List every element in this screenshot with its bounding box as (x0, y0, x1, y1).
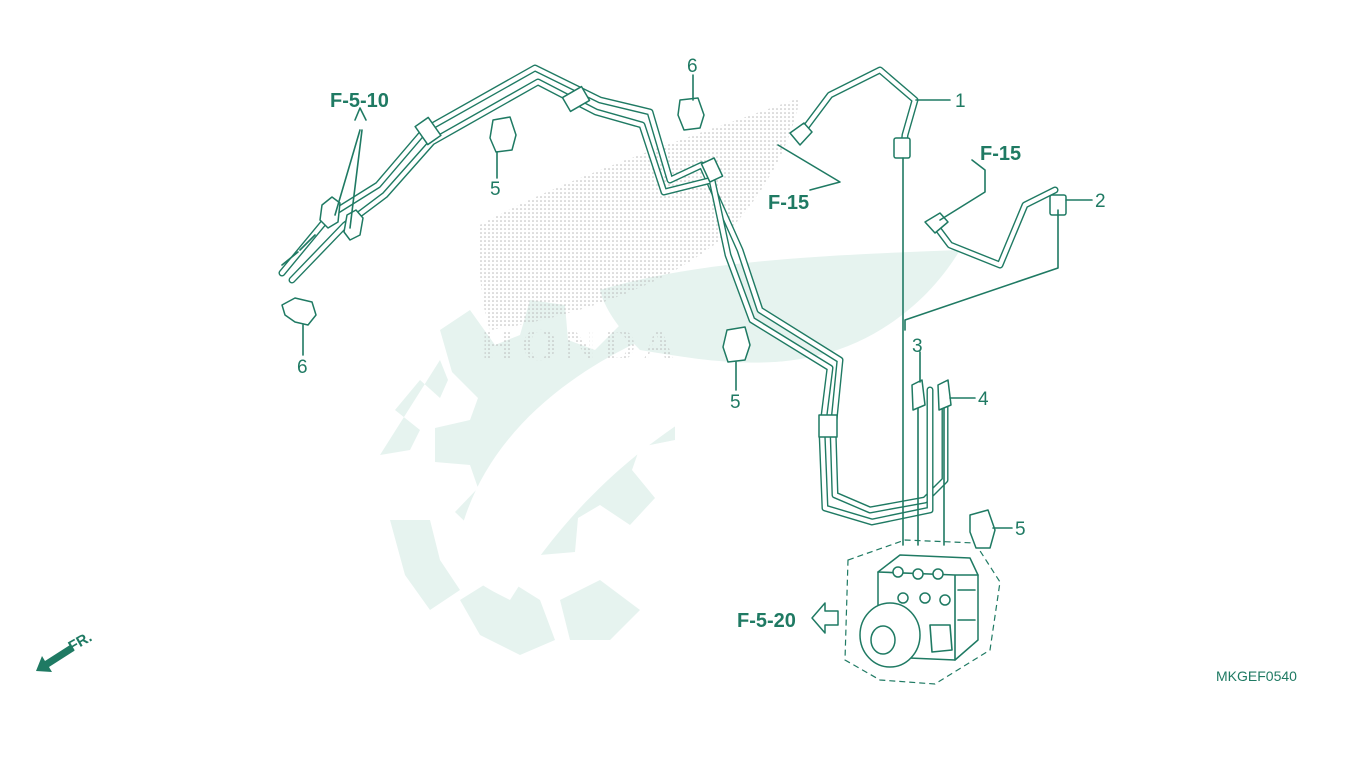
honda-watermark: HONDA (380, 98, 960, 655)
callout-part-6-a: 6 (687, 56, 698, 77)
brake-hoses-3-4 (911, 379, 952, 546)
brake-pipe-part-1 (789, 66, 919, 546)
reference-top-left[interactable]: F-5-10 (330, 90, 389, 112)
clip-part-6-a (677, 97, 705, 131)
top-left-fittings (281, 196, 364, 326)
callout-part-6-b: 6 (297, 357, 308, 378)
modulator-outline (844, 539, 1001, 685)
diagram-code: MKGEF0540 (1216, 668, 1297, 684)
callout-part-2: 2 (1095, 191, 1106, 212)
clamp-part-5-c (969, 509, 996, 549)
callout-part-1: 1 (955, 91, 966, 112)
brake-pipe-main (278, 64, 949, 526)
callout-part-3: 3 (912, 336, 923, 357)
reference-modulator[interactable]: F-5-20 (737, 610, 796, 632)
clamp-part-5-a (489, 116, 517, 153)
front-direction: FR. (36, 629, 95, 672)
reference-center[interactable]: F-15 (768, 192, 809, 214)
leader-lines (302, 74, 1093, 529)
watermark-wing-shade (600, 250, 960, 363)
clamp-part-5-b (722, 326, 751, 363)
watermark-text: HONDA (480, 319, 681, 370)
reference-right[interactable]: F-15 (980, 143, 1021, 165)
watermark-dots (479, 98, 800, 330)
brake-pipe-part-2 (924, 186, 1067, 269)
callout-part-5-c: 5 (1015, 519, 1026, 540)
callout-part-4: 4 (978, 389, 989, 410)
front-arrow-icon (36, 645, 74, 672)
callout-part-5-a: 5 (490, 179, 501, 200)
reference-modulator-arrow (811, 602, 839, 634)
callout-part-5-b: 5 (730, 392, 741, 413)
abs-modulator (844, 539, 1001, 685)
